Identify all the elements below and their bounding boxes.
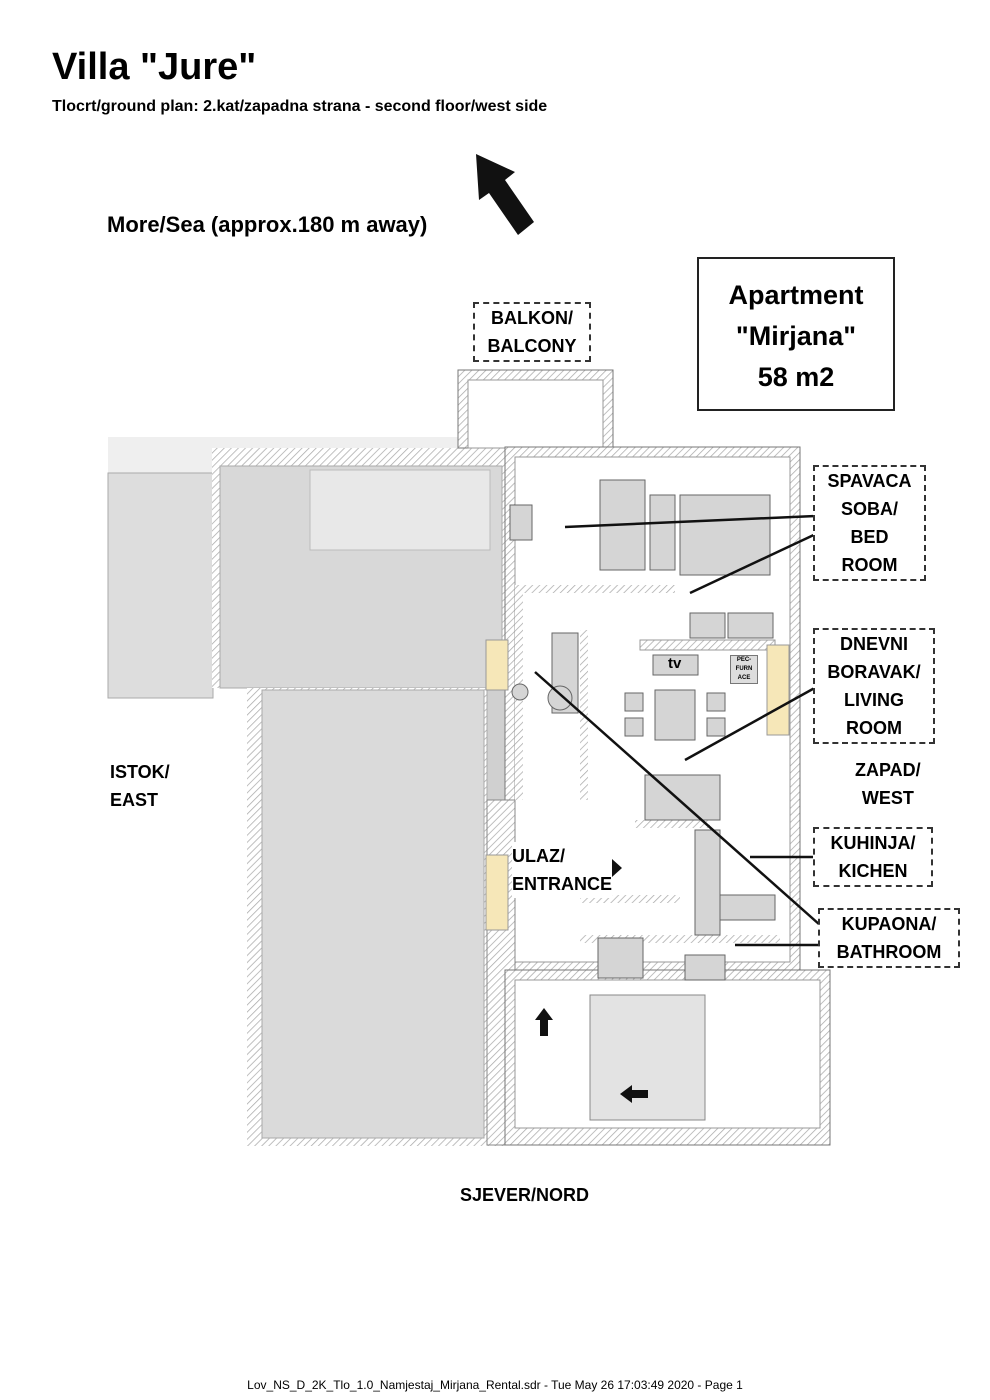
bedroom-label-line: ROOM (841, 555, 898, 575)
apartment-name: "Mirjana" (735, 321, 857, 351)
sea-note: More/Sea (approx.180 m away) (107, 212, 428, 237)
living-label-line: LIVING (843, 690, 904, 710)
bedroom-label: SPAVACA SOBA/ BED ROOM (813, 465, 926, 581)
bedroom-label-line: SPAVACA (827, 471, 912, 491)
north-label: SJEVER/NORD (460, 1185, 590, 1205)
bathroom-label-line: KUPAONA/ (841, 914, 937, 934)
east-label: ISTOK/ EAST (110, 758, 170, 814)
apartment-area: 58 m2 (757, 362, 835, 392)
kitchen-label: KUHINJA/ KICHEN (813, 827, 933, 887)
furniture (509, 479, 776, 981)
west-label: ZAPAD/ WEST (855, 756, 921, 812)
entrance-label-line: ULAZ/ (512, 846, 565, 866)
living-label-line: DNEVNI (839, 634, 908, 654)
west-label-line: ZAPAD/ (855, 760, 921, 780)
stair-left-arrow-icon (620, 1085, 648, 1103)
balcony-label-line: BALKON/ (491, 308, 573, 328)
bedroom-label-line: BED (850, 527, 889, 547)
footer-text: Lov_NS_D_2K_Tlo_1.0_Namjestaj_Mirjana_Re… (247, 1378, 743, 1392)
furnace-text: ACE (737, 675, 751, 681)
bathroom-label: KUPAONA/ BATHROOM (818, 908, 960, 968)
balcony-area (457, 369, 614, 449)
bathroom-label-line: BATHROOM (836, 942, 942, 962)
apartment-box: Apartment "Mirjana" 58 m2 (697, 257, 895, 411)
bedroom-label-line: SOBA/ (840, 499, 898, 519)
west-label-line: WEST (861, 788, 914, 808)
stair-up-arrow-icon (535, 1008, 553, 1036)
living-label-line: BORAVAK/ (827, 662, 921, 682)
kitchen-label-line: KUHINJA/ (830, 833, 916, 853)
furnace-text: PEC- (736, 657, 752, 663)
living-room-label: DNEVNI BORAVAK/ LIVING ROOM (813, 628, 935, 744)
east-label-line: EAST (110, 790, 159, 810)
entrance-label-line: ENTRANCE (512, 874, 613, 894)
balcony-label: BALKON/ BALCONY (473, 302, 591, 362)
apartment-label: Apartment (728, 280, 864, 310)
entrance-label: ULAZ/ ENTRANCE (512, 842, 613, 898)
balcony-label-line: BALCONY (487, 336, 577, 356)
furnace-mark: PEC- FURN ACE (730, 655, 758, 684)
sea-direction-arrow-icon (476, 154, 534, 235)
page-title: Villa "Jure" (52, 46, 257, 88)
furnace-text: FURN (735, 666, 753, 672)
page-subtitle: Tlocrt/ground plan: 2.kat/zapadna strana… (52, 98, 548, 115)
kitchen-label-line: KICHEN (838, 861, 908, 881)
neighbouring-apartments-area (107, 437, 578, 1146)
living-label-line: ROOM (846, 718, 902, 738)
east-label-line: ISTOK/ (110, 762, 170, 782)
label-pointer-lines (534, 513, 845, 947)
tv-mark: tv (668, 655, 682, 672)
